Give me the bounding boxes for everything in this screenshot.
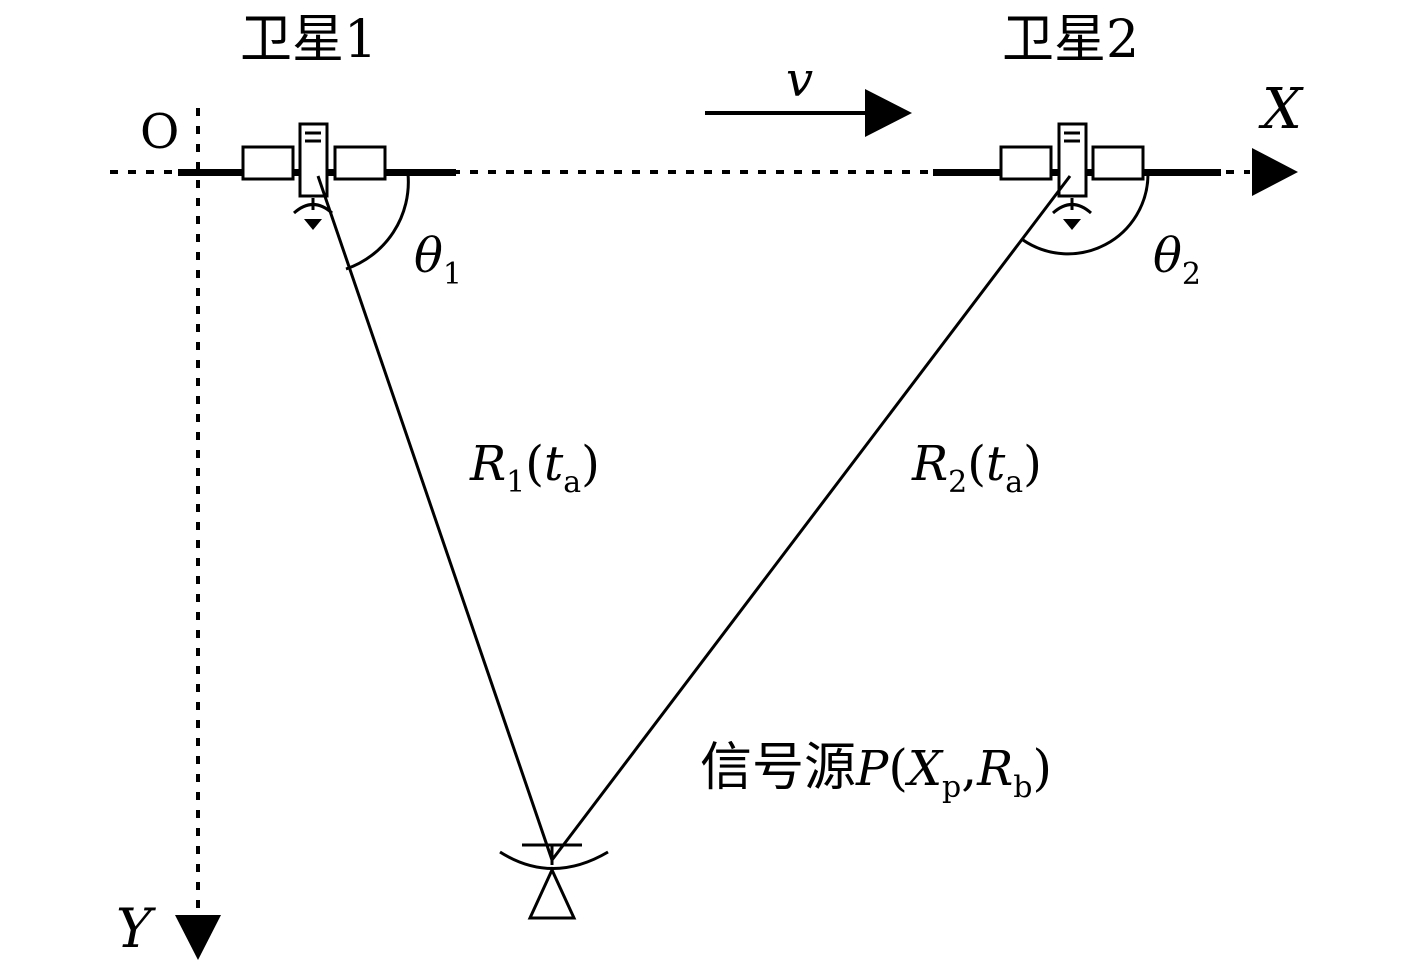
- range-2-symbol: R: [912, 436, 949, 492]
- source-r-symbol: R: [977, 741, 1014, 797]
- y-axis-label: Y: [116, 897, 152, 960]
- range-2-time: t: [985, 436, 1006, 492]
- range-1-time-subscript: a: [563, 465, 582, 500]
- range-2-close: ): [1023, 436, 1042, 492]
- signal-source-icon: [499, 843, 609, 920]
- range-1-open: (: [525, 436, 544, 492]
- range-2-subscript: 2: [948, 465, 968, 500]
- velocity-arrowhead: [865, 89, 912, 137]
- satellite-2-label: 卫星2: [1002, 10, 1140, 70]
- range-1-subscript: 1: [506, 465, 526, 500]
- source-point-symbol: P: [856, 741, 889, 797]
- theta-2-symbol: θ: [1153, 228, 1182, 284]
- range-line-1: [316, 175, 554, 861]
- x-axis-label: X: [1262, 77, 1302, 142]
- range-1-time: t: [543, 436, 564, 492]
- theta-1-subscript: 1: [442, 257, 462, 292]
- x-axis-arrowhead: [1252, 148, 1298, 196]
- source-comma: ,: [961, 739, 978, 797]
- satellite-1-icon: [178, 122, 456, 230]
- theta-1-symbol: θ: [414, 228, 443, 284]
- theta-2-label: θ2: [1153, 232, 1201, 290]
- source-close: ): [1032, 739, 1052, 797]
- satellite-1-label: 卫星1: [240, 10, 378, 70]
- theta-1-arc: [345, 173, 410, 271]
- range-2-label: R2(ta): [912, 440, 1042, 498]
- signal-source-label: 信号源P(Xp,Rb): [700, 739, 1052, 803]
- range-2-time-subscript: a: [1005, 465, 1024, 500]
- range-line-2: [550, 175, 1072, 861]
- source-x-symbol: X: [907, 741, 942, 797]
- range-2-open: (: [967, 436, 986, 492]
- range-1-label: R1(ta): [470, 440, 600, 498]
- satellite-2-icon: [933, 122, 1221, 230]
- range-1-close: ): [581, 436, 600, 492]
- source-open: (: [888, 739, 908, 797]
- source-x-subscript: p: [942, 770, 962, 805]
- source-r-subscript: b: [1013, 770, 1033, 805]
- theta-1-label: θ1: [414, 232, 462, 290]
- origin-label: O: [140, 104, 180, 160]
- signal-source-prefix: 信号源: [700, 738, 857, 798]
- velocity-label: v: [786, 52, 814, 108]
- range-1-symbol: R: [470, 436, 507, 492]
- theta-2-arc: [1022, 173, 1150, 256]
- theta-2-subscript: 2: [1181, 257, 1201, 292]
- y-axis-arrowhead: [175, 915, 221, 960]
